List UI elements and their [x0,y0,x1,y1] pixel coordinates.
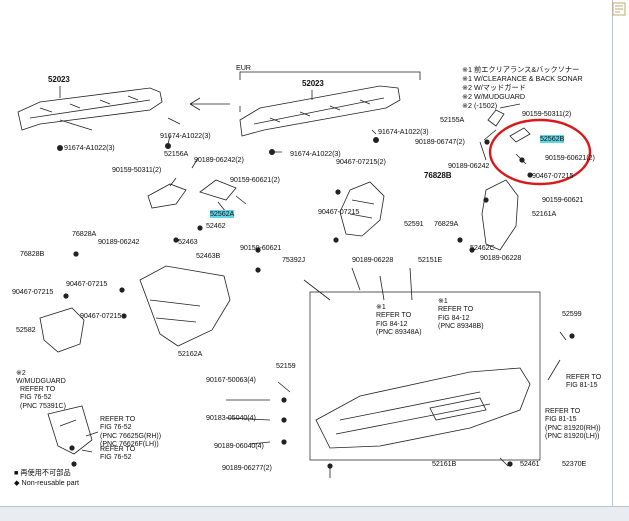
part-label[interactable]: 90189-06242 [98,237,140,246]
figure-number: 52370E [562,459,587,468]
part-label[interactable]: 52463B [196,251,221,260]
part-label[interactable]: 52156A [164,149,189,158]
part-label[interactable]: 90183-05040(4) [206,413,256,422]
part-label[interactable]: 52591 [404,219,424,228]
part-label[interactable]: 90467-07215(2) [336,157,386,166]
part-label[interactable]: 52462C [470,243,495,252]
window-bottom-bar [0,506,629,521]
part-label[interactable]: 76828A [72,229,97,238]
part-label[interactable]: 91674-A1022(3) [378,127,429,136]
part-label[interactable]: 90189-06242(2) [194,155,244,164]
part-label[interactable]: 90159-50311(2) [112,165,162,174]
part-label-52023[interactable]: 52023 [48,75,70,84]
part-label[interactable]: 76828B [424,171,452,180]
part-label[interactable]: 90189-06228 [480,253,522,262]
part-label[interactable]: 91674-A1022(3) [64,143,115,152]
part-label[interactable]: 90467-07215 [12,287,54,296]
part-label[interactable]: 52599 [562,309,582,318]
part-label[interactable]: 90159-60621(2) [230,175,280,184]
part-label[interactable]: 90159-60621 [240,243,282,252]
note-line: ※2 W/マッドガード [462,83,526,92]
part-label-52562b-highlighted[interactable]: 52562B [540,134,565,143]
part-label[interactable]: 90189-06040(4) [214,441,264,450]
part-label[interactable]: 90189-06277(2) [222,463,272,472]
part-label[interactable]: 90189-06242 [448,161,490,170]
part-label[interactable]: 52151E [418,255,443,264]
part-label[interactable]: 52582 [16,325,36,334]
part-label[interactable]: 76829A [434,219,459,228]
vertical-scrollbar[interactable] [612,0,629,520]
note-line: ※2 W/MUDGUARD [462,92,526,101]
part-label[interactable]: 90167-50063(4) [206,375,256,384]
parts-diagram: ※1 前エクリアランス&バックソナー ※1 W/CLEARANCE & BACK… [0,22,612,506]
part-label[interactable]: 90467-07215 [80,311,122,320]
part-label[interactable]: 90467-07215 [532,171,574,180]
legend-non-reusable: ◆ Non-reusable part [14,478,80,487]
part-label[interactable]: 90189-06747(2) [415,137,465,146]
part-label[interactable]: 90159-50311(2) [522,109,572,118]
window-icon [612,2,626,16]
part-label[interactable]: 90159-60621 [542,195,584,204]
part-label[interactable]: 52161B [432,459,457,468]
eur-label: EUR [236,63,251,72]
part-label[interactable]: 90467-07215 [318,207,360,216]
part-label-52023[interactable]: 52023 [302,79,324,88]
part-label[interactable]: 52161A [532,209,557,218]
part-label[interactable]: 52162A [178,349,203,358]
part-label[interactable]: 90159-60621(2) [545,153,595,162]
part-label[interactable]: 52155A [440,115,465,124]
note-line: ※1 W/CLEARANCE & BACK SONAR [462,74,583,83]
part-label[interactable]: 91674-A1022(3) [160,131,211,140]
part-label[interactable]: 90467-07215 [66,279,108,288]
part-label[interactable]: 91674-A1022(3) [290,149,341,158]
note-line: ※1 前エクリアランス&バックソナー [462,65,580,74]
part-label[interactable]: 52461 [520,459,540,468]
legend-reusable: ■ 再使用不可部品 [14,468,71,477]
part-label[interactable]: 90189-06228 [352,255,394,264]
highlight-circle [488,118,592,186]
diagram-drawing [17,71,592,478]
window-top-bar [0,0,629,22]
part-label-52562a-highlighted[interactable]: 52562A [210,209,235,218]
part-label[interactable]: 52159 [276,361,296,370]
part-label[interactable]: 75392J [282,255,305,264]
note-line: ※2 (-1502) [462,101,498,110]
part-label[interactable]: 52462 [206,221,226,230]
part-label[interactable]: 76828B [20,249,45,258]
part-label[interactable]: 52463 [178,237,198,246]
